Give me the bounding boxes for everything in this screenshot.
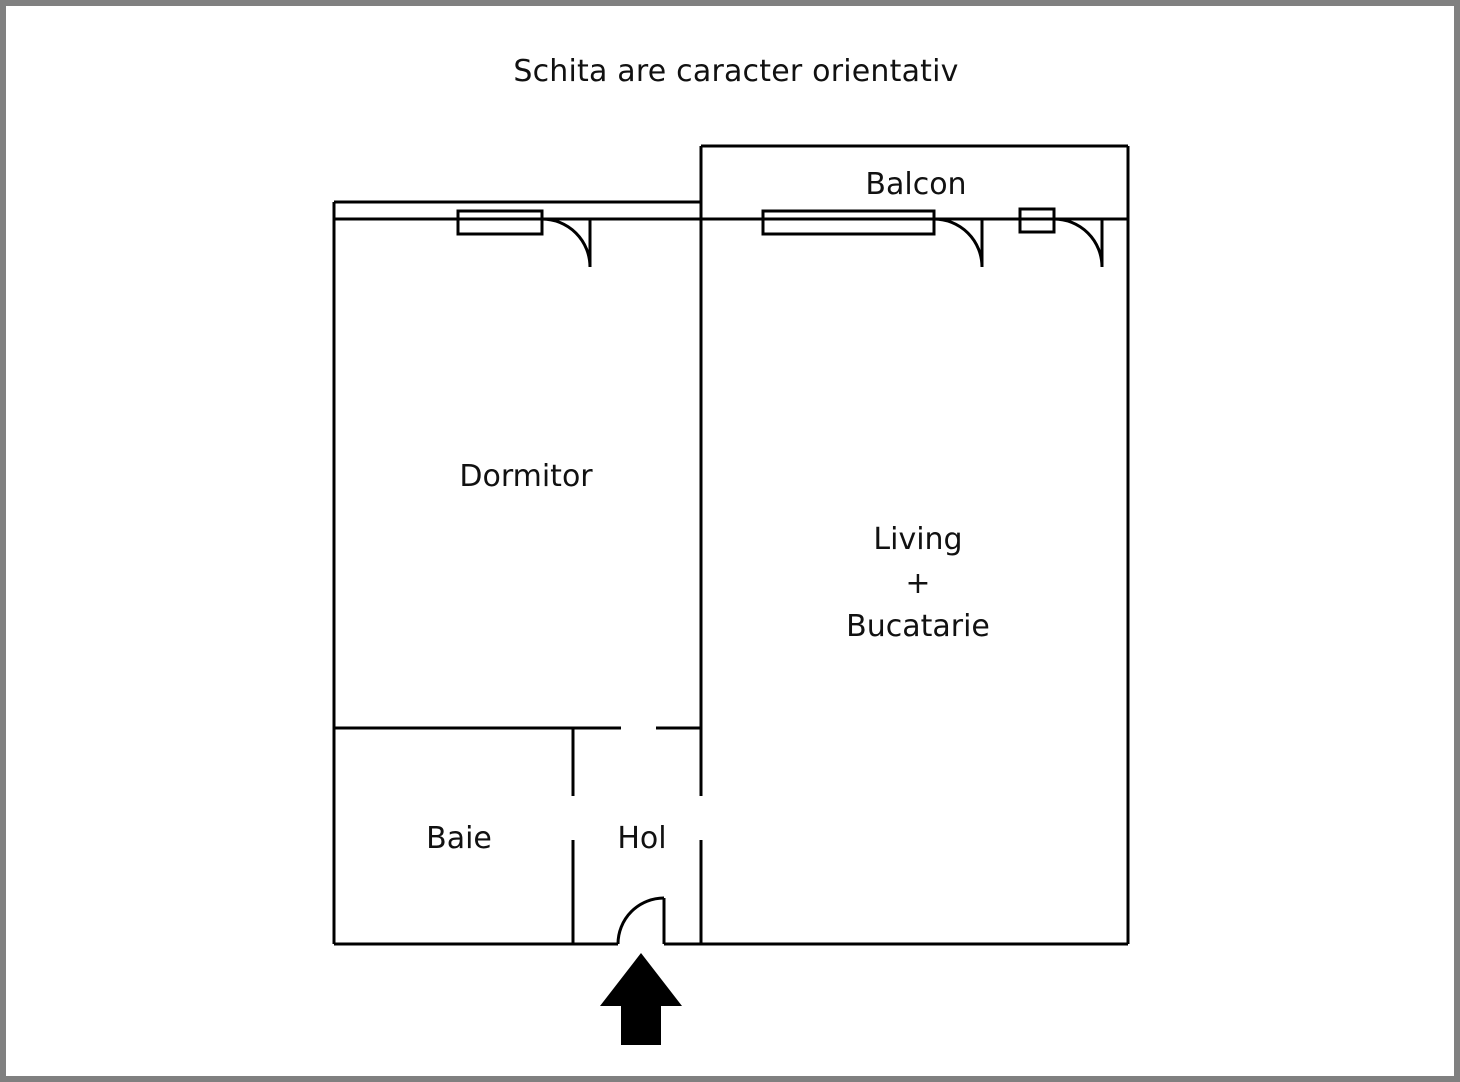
balcon-outline [699, 144, 1130, 219]
page-title: Schita are caracter orientativ [513, 54, 959, 89]
dormitor-door-swing-symbol [541, 217, 592, 268]
room-label-living-bucatarie: Living + Bucatarie [706, 518, 1130, 649]
balcon-right-door-swing-symbol [1053, 217, 1104, 268]
balcon-left-door-swing-symbol [933, 217, 984, 268]
entrance-arrow-icon [600, 953, 682, 1045]
room-label-baie: Baie [426, 821, 492, 856]
room-label-living-plus: + [905, 565, 931, 601]
room-label-hol: Hol [617, 821, 667, 856]
dormitor-window-symbol [456, 209, 544, 236]
entry-door-swing-symbol [616, 896, 666, 945]
room-label-dormitor: Dormitor [459, 459, 593, 494]
room-label-living-line3: Bucatarie [846, 609, 990, 644]
floor-plan-drawing [332, 144, 1130, 1045]
room-label-living-line1: Living [873, 522, 963, 557]
dormitor-outline [332, 200, 701, 944]
balcon-large-window-symbol [761, 209, 936, 236]
room-label-balcon: Balcon [865, 167, 967, 202]
